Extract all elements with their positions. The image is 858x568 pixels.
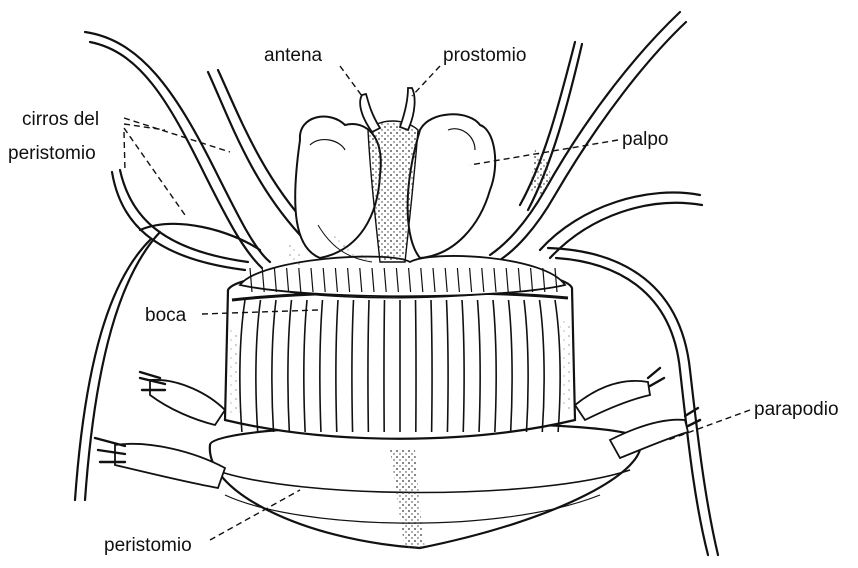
antenna-right <box>400 88 415 130</box>
label-cirros-line1: cirros del <box>22 110 99 130</box>
label-antena: antena <box>264 46 322 66</box>
leader-prostomio <box>412 66 440 96</box>
label-boca: boca <box>145 306 186 326</box>
label-prostomio: prostomio <box>443 46 526 66</box>
ridge-line <box>416 300 417 432</box>
parapodium-left-upper <box>150 380 225 425</box>
label-palpo: palpo <box>622 130 669 150</box>
label-parapodio: parapodio <box>754 400 839 420</box>
palp-right <box>408 114 496 258</box>
parapodium-left-lower <box>115 444 225 488</box>
peristomium-ring <box>210 424 641 548</box>
cirrus-left-2 <box>208 72 300 235</box>
cirrus-left-curl <box>112 172 245 270</box>
ridge-line <box>384 300 385 432</box>
label-peristomio: peristomio <box>104 536 192 556</box>
leader-cirros-d <box>124 132 125 172</box>
cirrus-right-curl <box>540 192 700 250</box>
label-cirros-line2: peristomio <box>8 144 96 164</box>
parapodium-right-upper <box>575 381 650 420</box>
leader-antena <box>340 66 362 96</box>
parapodium-right-lower <box>610 420 688 458</box>
